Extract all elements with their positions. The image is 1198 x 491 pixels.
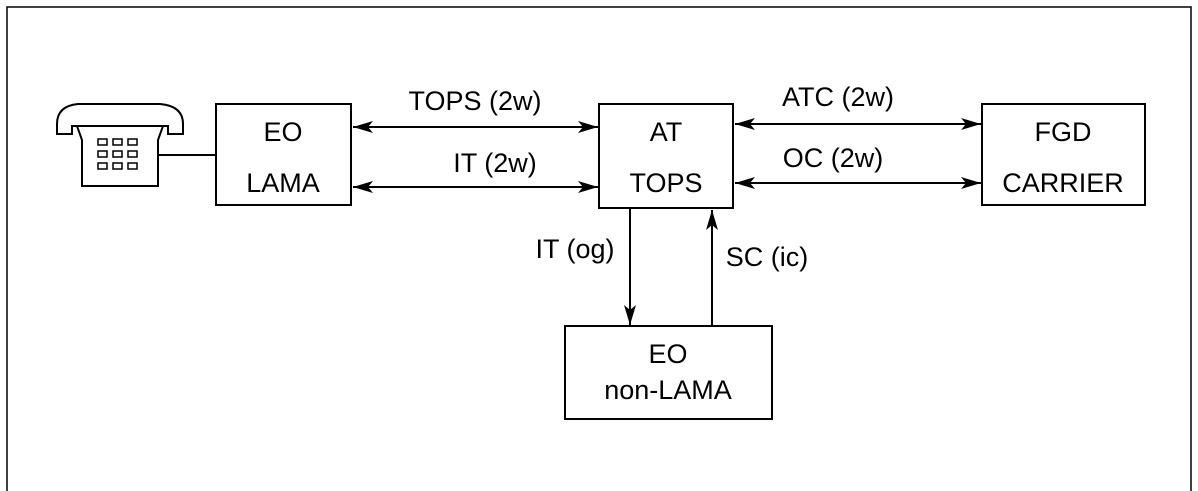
- at-tops-label-1: AT: [650, 117, 683, 147]
- tops-2w-label: TOPS (2w): [408, 86, 541, 116]
- eo-non-lama-box: [564, 325, 773, 420]
- atc-2w-label: ATC (2w): [782, 82, 894, 112]
- telephone-icon: [56, 103, 184, 187]
- fgd-carrier-label-2: CARRIER: [1002, 168, 1124, 198]
- eo-lama-label-2: LAMA: [246, 168, 320, 198]
- diagram-frame: [6, 6, 1192, 491]
- at-tops-label-2: TOPS: [629, 168, 702, 198]
- oc-2w-label: OC (2w): [783, 143, 884, 173]
- it-og-label: IT (og): [535, 234, 614, 264]
- eo-non-lama-label-2: non-LAMA: [604, 375, 732, 405]
- at-tops-box: [598, 103, 734, 209]
- eo-lama-label-1: EO: [263, 117, 302, 147]
- it-2w-label: IT (2w): [453, 148, 537, 178]
- fgd-carrier-box: [981, 103, 1146, 206]
- eo-lama-box: [215, 103, 352, 206]
- sc-ic-label: SC (ic): [726, 242, 809, 272]
- fgd-carrier-label-1: FGD: [1035, 117, 1092, 147]
- eo-non-lama-label-1: EO: [648, 339, 687, 369]
